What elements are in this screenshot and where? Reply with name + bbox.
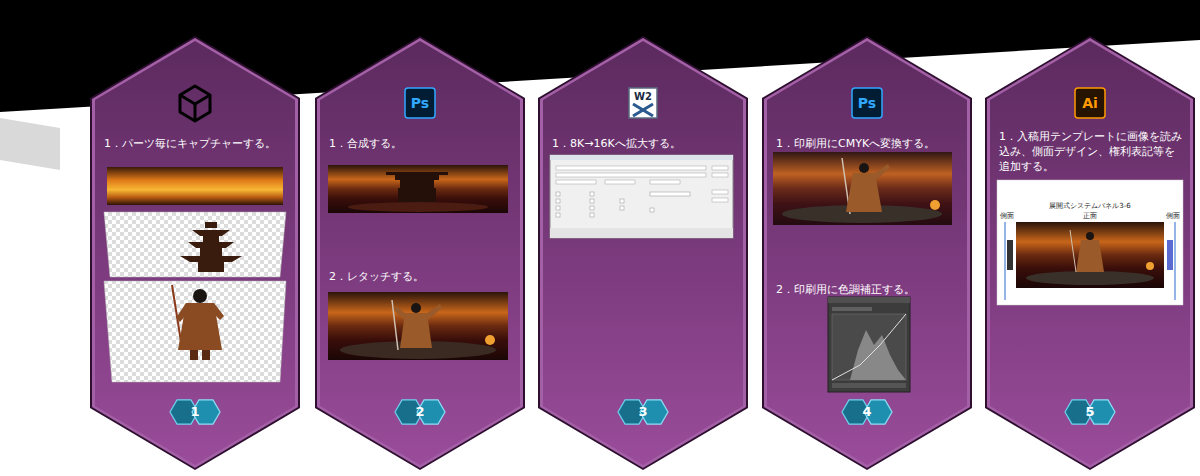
template-front-label: 正面 (1083, 211, 1097, 221)
callout-number: 2 (392, 397, 448, 427)
step-text: 1．合成する。 (329, 137, 513, 152)
step-text: 1．パーツ毎にキャプチャーする。 (104, 137, 288, 152)
app-icon-text: Ps (858, 95, 876, 111)
process-panel: 1．パーツ毎にキャプチャーする。 1 (90, 36, 300, 470)
callout-number: 5 (1062, 397, 1118, 427)
step-text: 1．印刷用にCMYKへ変換する。 (776, 137, 960, 152)
step-text: 2．印刷用に色調補正する。 (776, 283, 960, 298)
app-icon-text: Ai (1082, 95, 1098, 111)
step-badge: 3 (615, 397, 671, 427)
app-icon-text: Ps (411, 95, 429, 111)
step-text: 1．8K→16Kへ拡大する。 (552, 137, 736, 152)
callout-number: 1 (167, 397, 223, 427)
template-title: 展開式システムパネル3-6 (1049, 201, 1130, 211)
step-badge: 5 (1062, 397, 1118, 427)
step-badge: 4 (839, 397, 895, 427)
step-text: 2．レタッチする。 (329, 270, 513, 285)
template-side-label: 側面 (1166, 211, 1180, 221)
step-badge: 1 (167, 397, 223, 427)
step-text: 1．入稿用テンプレートに画像を読み込み、側面デザイン、権利表記等を追加する。 (999, 130, 1183, 175)
app-icon-text: W2 (634, 91, 652, 102)
callout-number: 4 (839, 397, 895, 427)
callout-number: 3 (615, 397, 671, 427)
template-side-label: 側面 (1000, 211, 1014, 221)
step-badge: 2 (392, 397, 448, 427)
